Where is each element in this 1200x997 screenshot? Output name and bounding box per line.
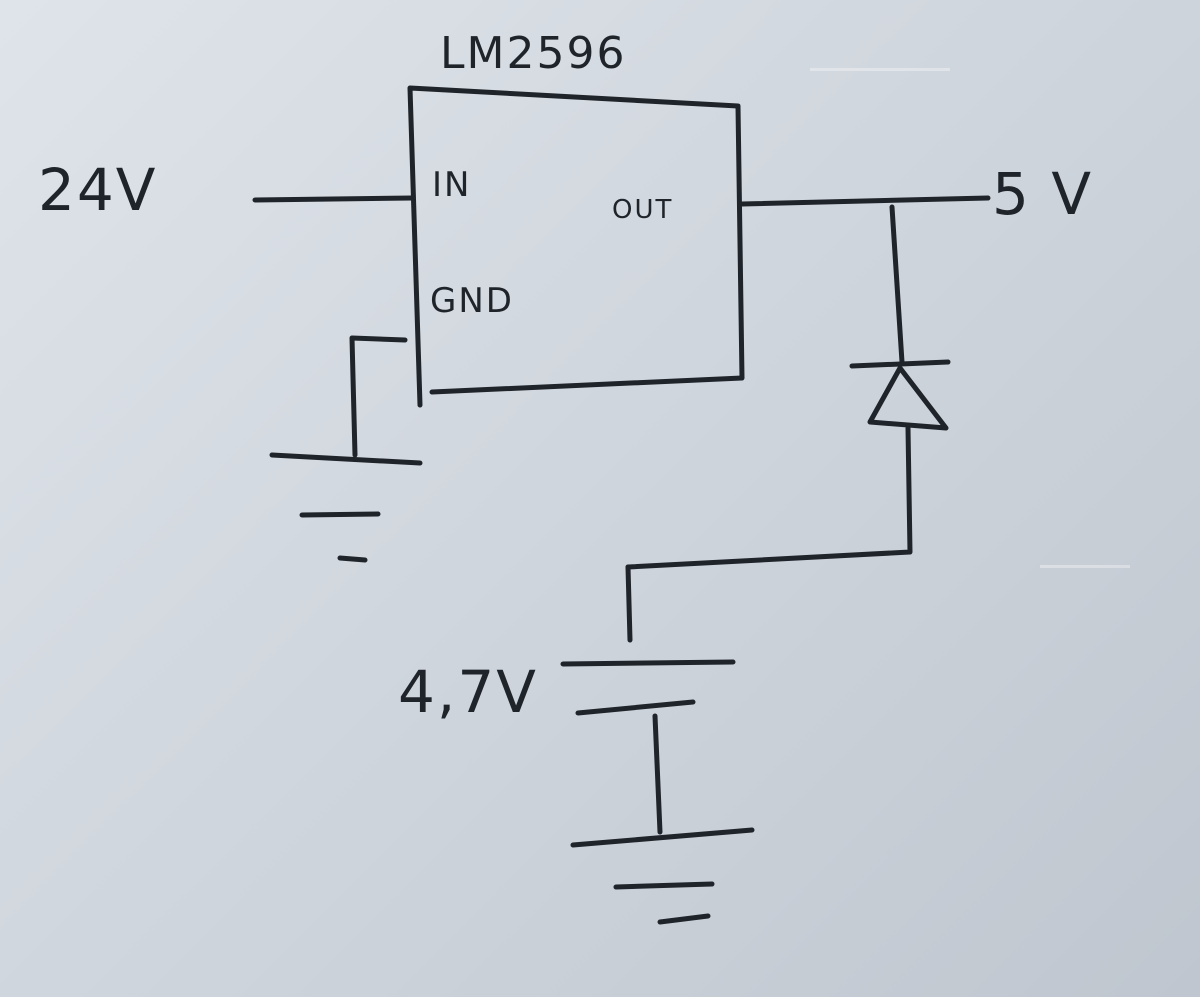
- input-supply: 24V: [38, 156, 415, 224]
- diode-cathode-bar: [849, 359, 951, 369]
- battery-voltage-label: 4,7V: [398, 658, 538, 726]
- battery-positive-lead: [625, 564, 633, 643]
- input-voltage-label: 24V: [38, 156, 157, 224]
- ground-symbol-line-2: [299, 511, 381, 518]
- battery: 4,7V: [398, 564, 736, 835]
- diode: [625, 204, 951, 570]
- ground-symbol-line-1: [269, 452, 423, 466]
- paper-crease-top: [810, 68, 950, 71]
- diode-upper-lead: [889, 204, 905, 365]
- output-voltage-label: 5 V: [992, 160, 1093, 228]
- battery-ground-line-2: [613, 881, 715, 890]
- gnd-wire: [349, 335, 408, 458]
- ground-symbol-line-3: [337, 555, 368, 563]
- output-rail: 5 V: [739, 160, 1093, 228]
- regulator-ground: [269, 335, 423, 563]
- regulator-box: [407, 85, 745, 408]
- diode-lower-lead: [625, 425, 913, 570]
- pin-gnd-label: GND: [430, 281, 514, 321]
- pin-out-label: OUT: [612, 195, 673, 225]
- paper-crease-right: [1040, 565, 1130, 568]
- input-wire: [252, 195, 415, 203]
- output-wire: [739, 195, 991, 207]
- battery-ground-line-3: [657, 913, 711, 925]
- battery-negative-plate: [575, 699, 696, 716]
- battery-ground-line-1: [570, 827, 755, 848]
- regulator-part-number: LM2596: [440, 28, 626, 79]
- pin-in-label: IN: [432, 165, 471, 205]
- battery-positive-plate: [560, 659, 736, 667]
- diode-anode-triangle: [867, 365, 949, 431]
- battery-ground: [570, 827, 755, 925]
- battery-negative-lead: [652, 713, 663, 835]
- regulator-ic: LM2596 IN OUT GND: [407, 28, 745, 408]
